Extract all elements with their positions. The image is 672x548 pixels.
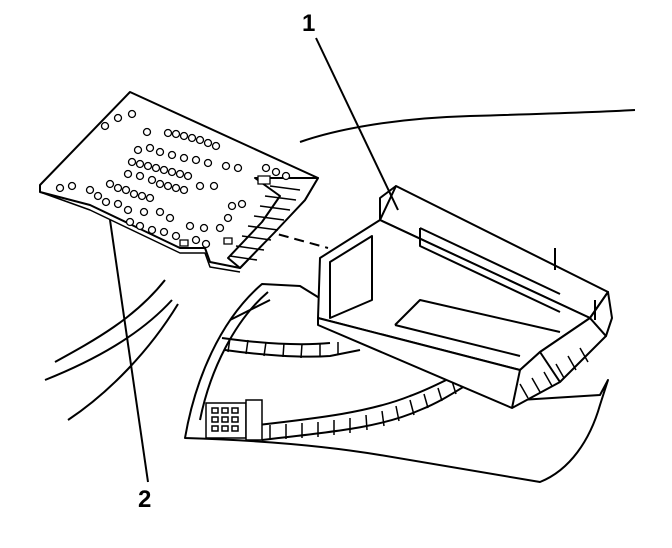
bracket-connector [206, 400, 262, 440]
bracket-hatch-lower [270, 381, 456, 440]
leader-line-1 [316, 38, 398, 210]
bracket-hatch-upper [228, 338, 338, 358]
panel-curve-lines [45, 280, 178, 420]
circuit-board [40, 92, 318, 272]
board-edge-contacts [230, 186, 300, 260]
housing-hatch [520, 348, 588, 398]
module-housing [318, 186, 612, 408]
leader-line-2 [110, 220, 148, 482]
dashboard-contour-line [300, 110, 635, 142]
callout-label-1: 1 [302, 10, 316, 37]
callout-label-2: 2 [138, 486, 152, 513]
insertion-path-dashed-line [248, 226, 328, 248]
board-components [57, 111, 290, 248]
